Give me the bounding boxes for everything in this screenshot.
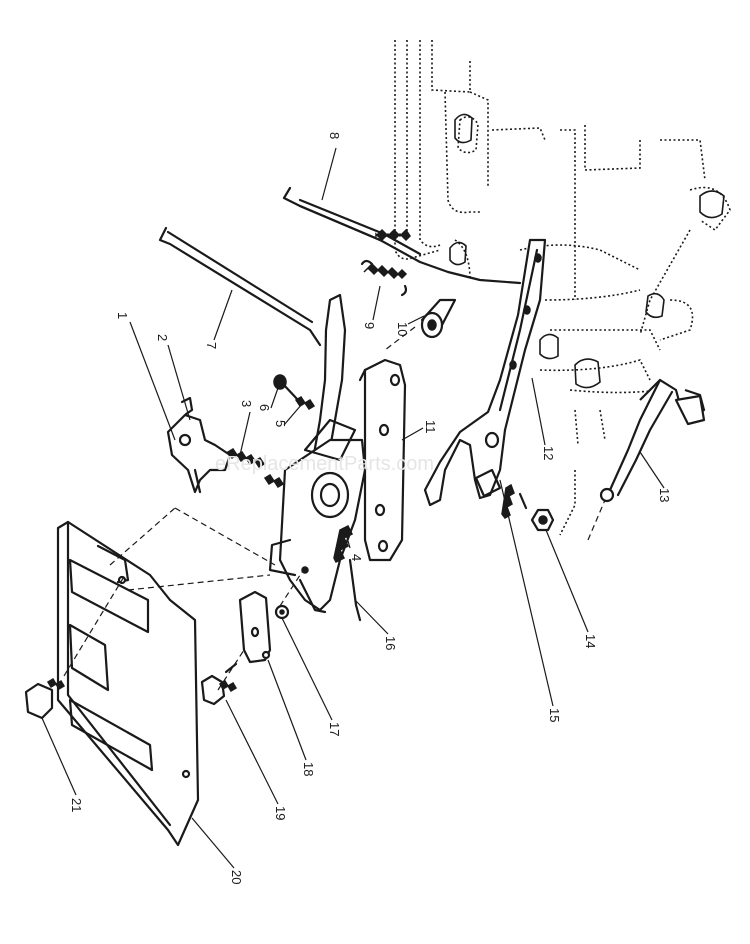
assembly-guide-lines — [63, 326, 606, 691]
callout-9: 9 — [362, 322, 377, 329]
callout-10: 10 — [395, 322, 410, 336]
mounting-bracket — [358, 358, 407, 562]
callout-16: 16 — [383, 636, 398, 650]
choke-lever — [166, 396, 232, 494]
callout-5: 5 — [273, 420, 288, 427]
callout-1: 1 — [115, 312, 130, 319]
lever-clamp-bolt — [501, 483, 528, 519]
governor-rod — [282, 186, 522, 285]
callout-leaders — [41, 147, 665, 869]
spacer-bushing — [420, 298, 457, 339]
callout-2: 2 — [155, 334, 170, 341]
callout-3: 3 — [239, 400, 254, 407]
governor-shaft-arm — [599, 378, 706, 503]
throttle-control-assembly — [268, 293, 367, 622]
callout-7: 7 — [204, 342, 219, 349]
callout-20: 20 — [229, 870, 244, 884]
callout-12: 12 — [541, 446, 556, 460]
callout-17: 17 — [327, 722, 342, 736]
governor-spring — [360, 259, 408, 297]
callout-21: 21 — [69, 798, 84, 812]
small-nut-17 — [274, 604, 290, 620]
hex-nut — [530, 508, 555, 532]
throttle-link-rod — [158, 226, 322, 347]
screw-6 — [273, 374, 300, 402]
callout-13: 13 — [657, 488, 672, 502]
callout-14: 14 — [583, 634, 598, 648]
callout-6: 6 — [257, 404, 272, 411]
watermark-text: eReplacementParts.com — [215, 453, 434, 475]
governor-lever — [423, 238, 547, 507]
bolt-21 — [24, 677, 66, 720]
callout-19: 19 — [273, 806, 288, 820]
callout-18: 18 — [301, 762, 316, 776]
callout-8: 8 — [327, 132, 342, 139]
small-bracket-18 — [238, 590, 272, 664]
bolt-19 — [200, 662, 238, 706]
callout-4: 4 — [349, 554, 364, 561]
callout-15: 15 — [547, 708, 562, 722]
callout-labels: 1 2 3 4 5 6 7 8 9 10 11 12 13 14 15 16 1… — [69, 132, 672, 884]
cover-plate — [56, 520, 200, 847]
callout-11: 11 — [423, 420, 438, 434]
